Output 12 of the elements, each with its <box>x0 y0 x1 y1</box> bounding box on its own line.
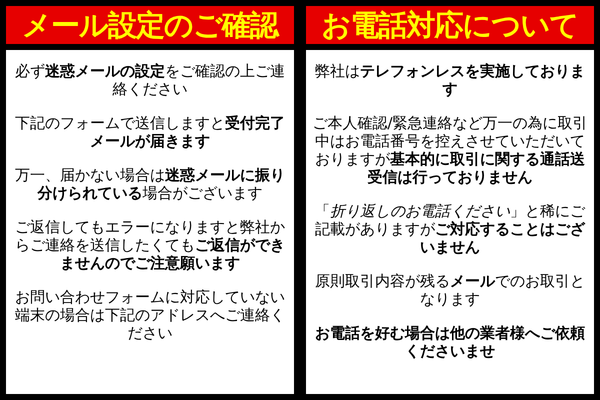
notice-paragraph: 必ず迷惑メールの設定をご確認の上ご連絡ください <box>14 62 286 98</box>
notice-paragraph: ご返信してもエラーになりますと弊社からご連絡を送信したくてもご返信ができませんのでご注意願います <box>14 218 286 272</box>
notice-paragraph: 弊社はテレフォンレスを実施しております <box>314 62 586 98</box>
panel-heading: お電話対応について <box>306 6 594 44</box>
notice-paragraph: お問い合わせフォームに対応していない端末の場合は下記のアドレスへご連絡ください <box>14 288 286 342</box>
notice-paragraph: お電話を好む場合は他の業者様へご依頼くださいませ <box>314 324 586 360</box>
panel-heading: メール設定のご確認 <box>6 6 294 44</box>
notice-paragraph: ご本人確認/緊急連絡など万一の為に取引中はお電話番号を控えさせていただいておりますが基本的に取引に関する通話送受信は行っておりません <box>312 114 588 186</box>
notice-paragraph: 「折り返しのお電話ください」と稀にご記載がありますがご対応することはございません <box>314 202 586 256</box>
notice-paragraph: 万一、届かない場合は迷惑メールに振り分けられている場合がございます <box>14 166 286 202</box>
notice-paragraph: 下記のフォームで送信しますと受付完了メールが届きます <box>14 114 286 150</box>
notice-paragraph: 原則取引内容が残るメールでのお取引となります <box>314 272 586 308</box>
